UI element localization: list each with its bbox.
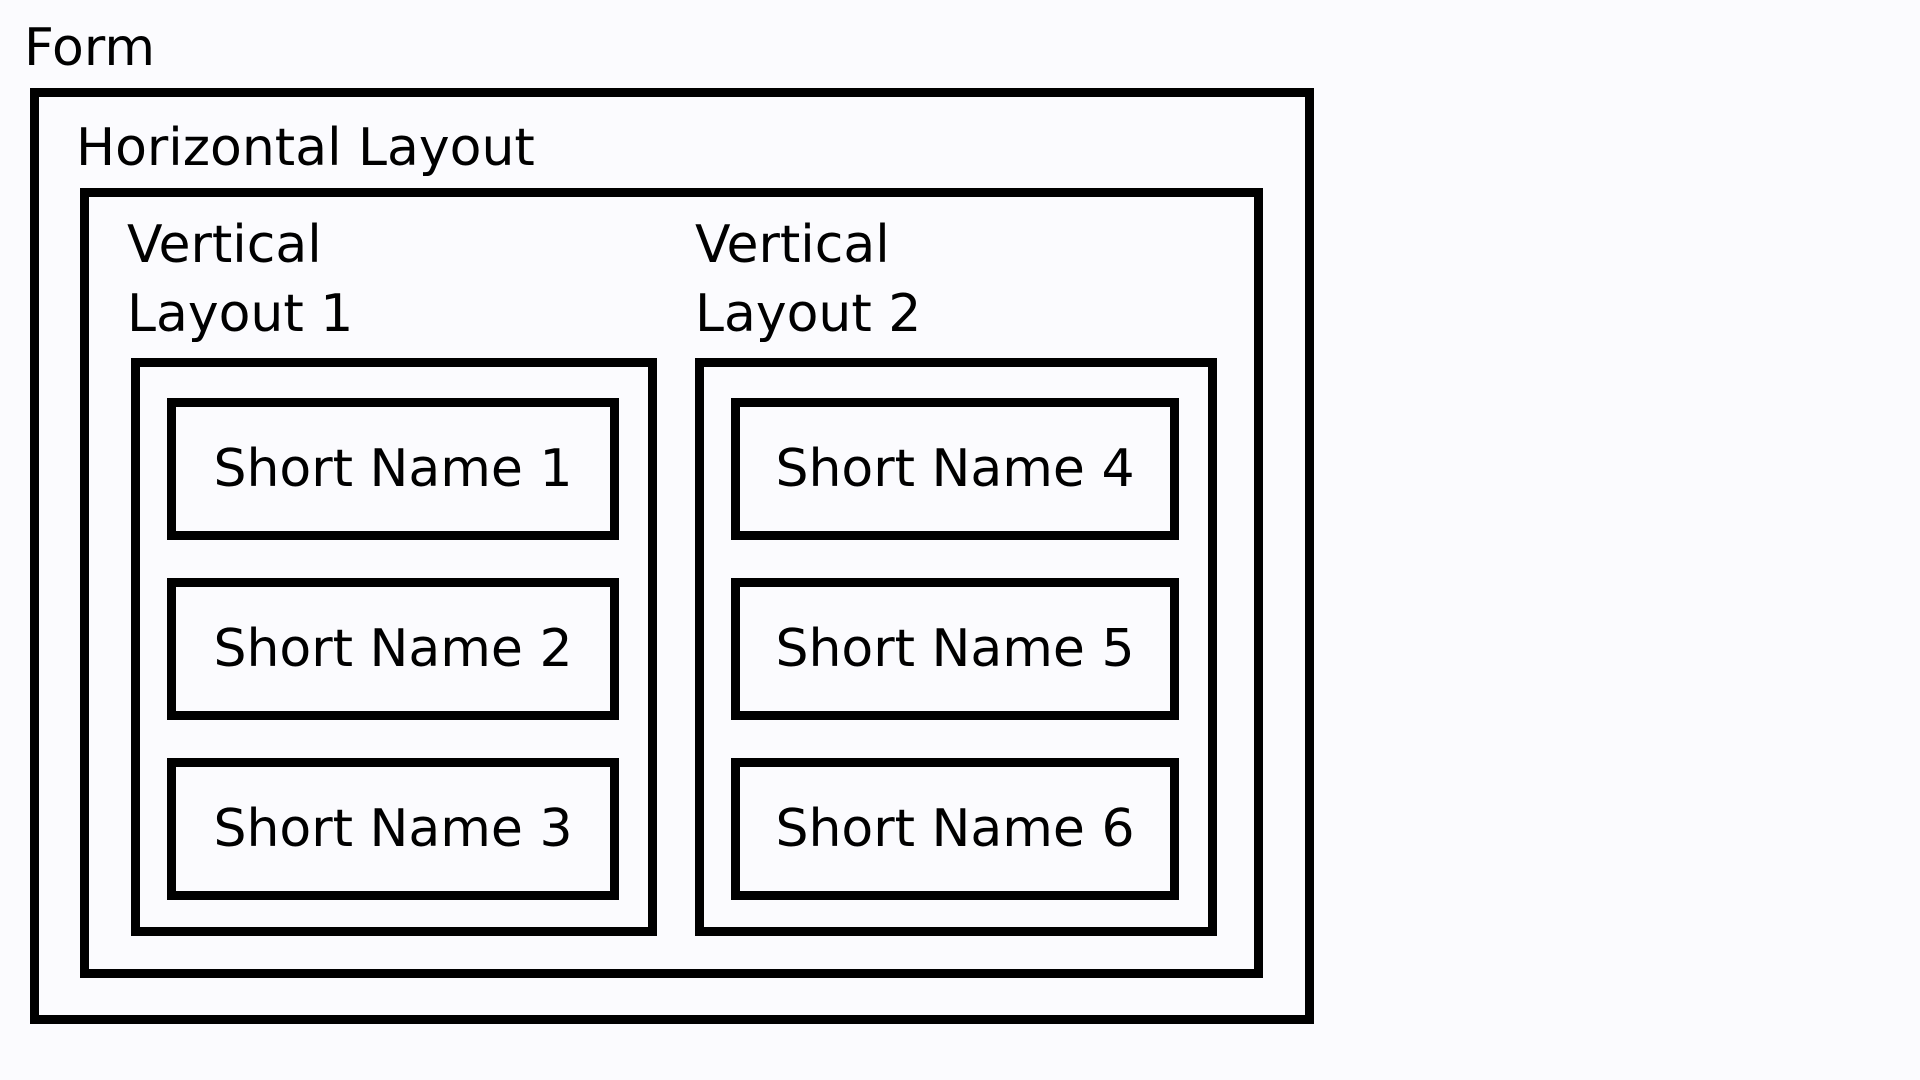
vertical-layout-2-title: Vertical Layout 2 [695,215,922,344]
vertical-layout-2-container [695,358,1217,936]
form-title: Form [24,18,155,78]
short-name-item-4: Short Name 4 [731,398,1179,540]
short-name-item-6: Short Name 6 [731,758,1179,900]
vertical-layout-1-container [131,358,657,936]
short-name-item-5: Short Name 5 [731,578,1179,720]
horizontal-layout-container [80,188,1263,978]
short-name-item-1: Short Name 1 [167,398,619,540]
horizontal-layout-title: Horizontal Layout [76,118,535,178]
short-name-item-2: Short Name 2 [167,578,619,720]
vertical-layout-1-title: Vertical Layout 1 [127,215,354,344]
form-container [30,88,1314,1024]
short-name-item-3: Short Name 3 [167,758,619,900]
